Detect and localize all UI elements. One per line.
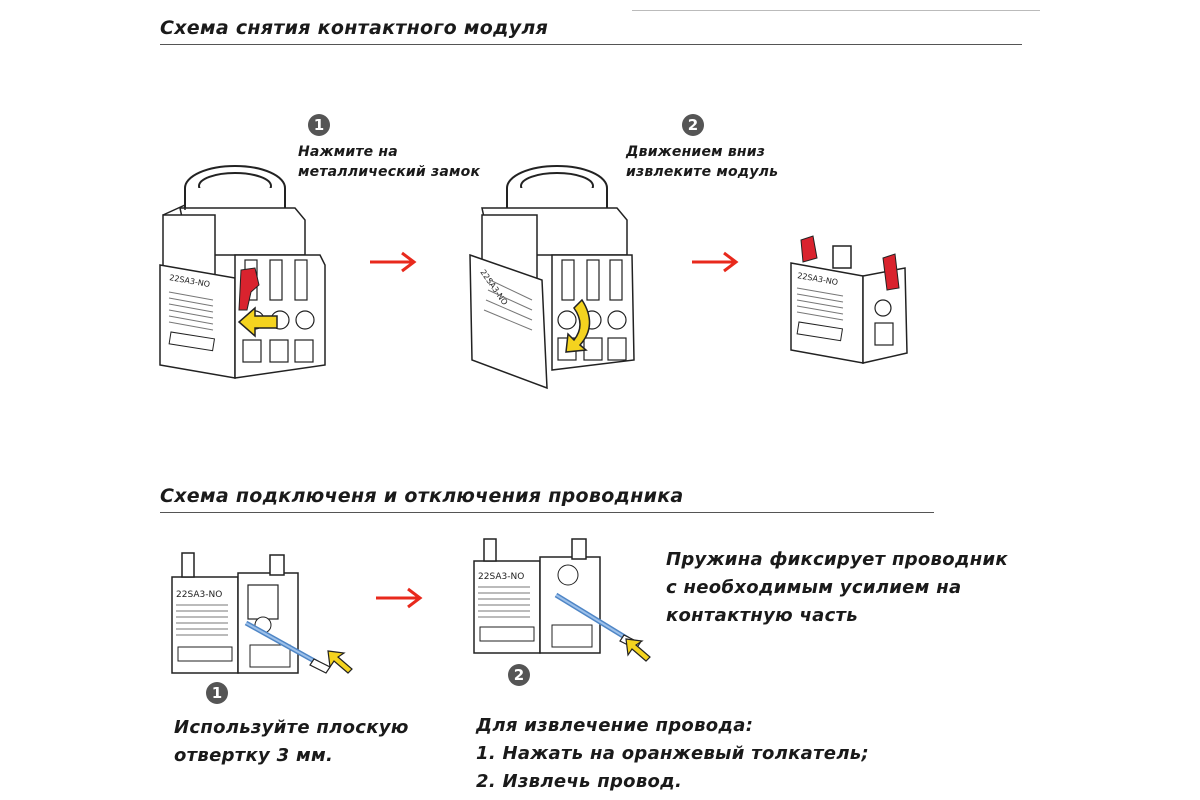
tool-instructions: Используйте плоскую отвертку 3 мм.	[174, 714, 409, 770]
wire-clamped-illustration: 22SA3-NO	[473, 538, 651, 662]
push-arrow-icon	[237, 306, 278, 338]
spring-description-line-2: с необходимым усилием на	[666, 577, 962, 598]
step-2-caption: Движением вниз извлеките модуль	[626, 142, 778, 182]
section2-title: Схема подключеня и отключения проводника	[160, 485, 684, 507]
detached-module-illustration: 22SA3-NO	[790, 235, 908, 364]
removal-instructions-step-1: 1. Нажать на оранжевый толкатель;	[476, 743, 869, 764]
spring-description: Пружина фиксирует проводник с необходимы…	[666, 546, 1008, 630]
removal-instructions-heading: Для извлечение провода:	[476, 715, 754, 736]
right-arrow-icon	[376, 587, 423, 609]
module-removal-illustration: 22SA3-NO	[469, 165, 635, 390]
removal-instructions: Для извлечение провода: 1. Нажать на ора…	[476, 712, 869, 796]
step-2-marker: 2	[682, 114, 704, 136]
step-1-caption-line-2: металлический замок	[298, 164, 481, 180]
module-label-4: 22SA3-NO	[176, 590, 222, 600]
step-2-caption-line-2: извлеките модуль	[626, 164, 779, 180]
screwdriver-icon	[244, 620, 331, 674]
removal-instructions-step-2: 2. Извлечь провод.	[476, 771, 683, 792]
right-arrow-icon	[692, 251, 739, 273]
tool-instructions-line-2: отвертку 3 мм.	[174, 745, 334, 766]
step-1-marker: 1	[308, 114, 330, 136]
tool-instructions-line-1: Используйте плоскую	[174, 717, 409, 738]
spring-description-line-3: контактную часть	[666, 605, 858, 626]
module-label-5: 22SA3-NO	[478, 572, 524, 582]
step-1-caption-line-1: Нажмите на	[298, 144, 398, 160]
section2-rule	[160, 512, 934, 513]
button-with-module-illustration: 22SA3-NO	[159, 165, 326, 379]
connect-step-1-marker: 1	[206, 682, 228, 704]
step-2-caption-line-1: Движением вниз	[626, 144, 766, 160]
connect-step-2-marker: 2	[508, 664, 530, 686]
down-arrow-icon	[565, 298, 591, 353]
section1-title: Схема снятия контактного модуля	[160, 17, 549, 39]
screwdriver-insertion-illustration: 22SA3-NO	[171, 552, 353, 674]
step-1-caption: Нажмите на металлический замок	[298, 142, 480, 182]
right-arrow-icon	[370, 251, 417, 273]
spring-description-line-1: Пружина фиксирует проводник	[666, 549, 1008, 570]
top-right-rule	[632, 10, 1040, 11]
section1-rule	[160, 44, 1022, 45]
